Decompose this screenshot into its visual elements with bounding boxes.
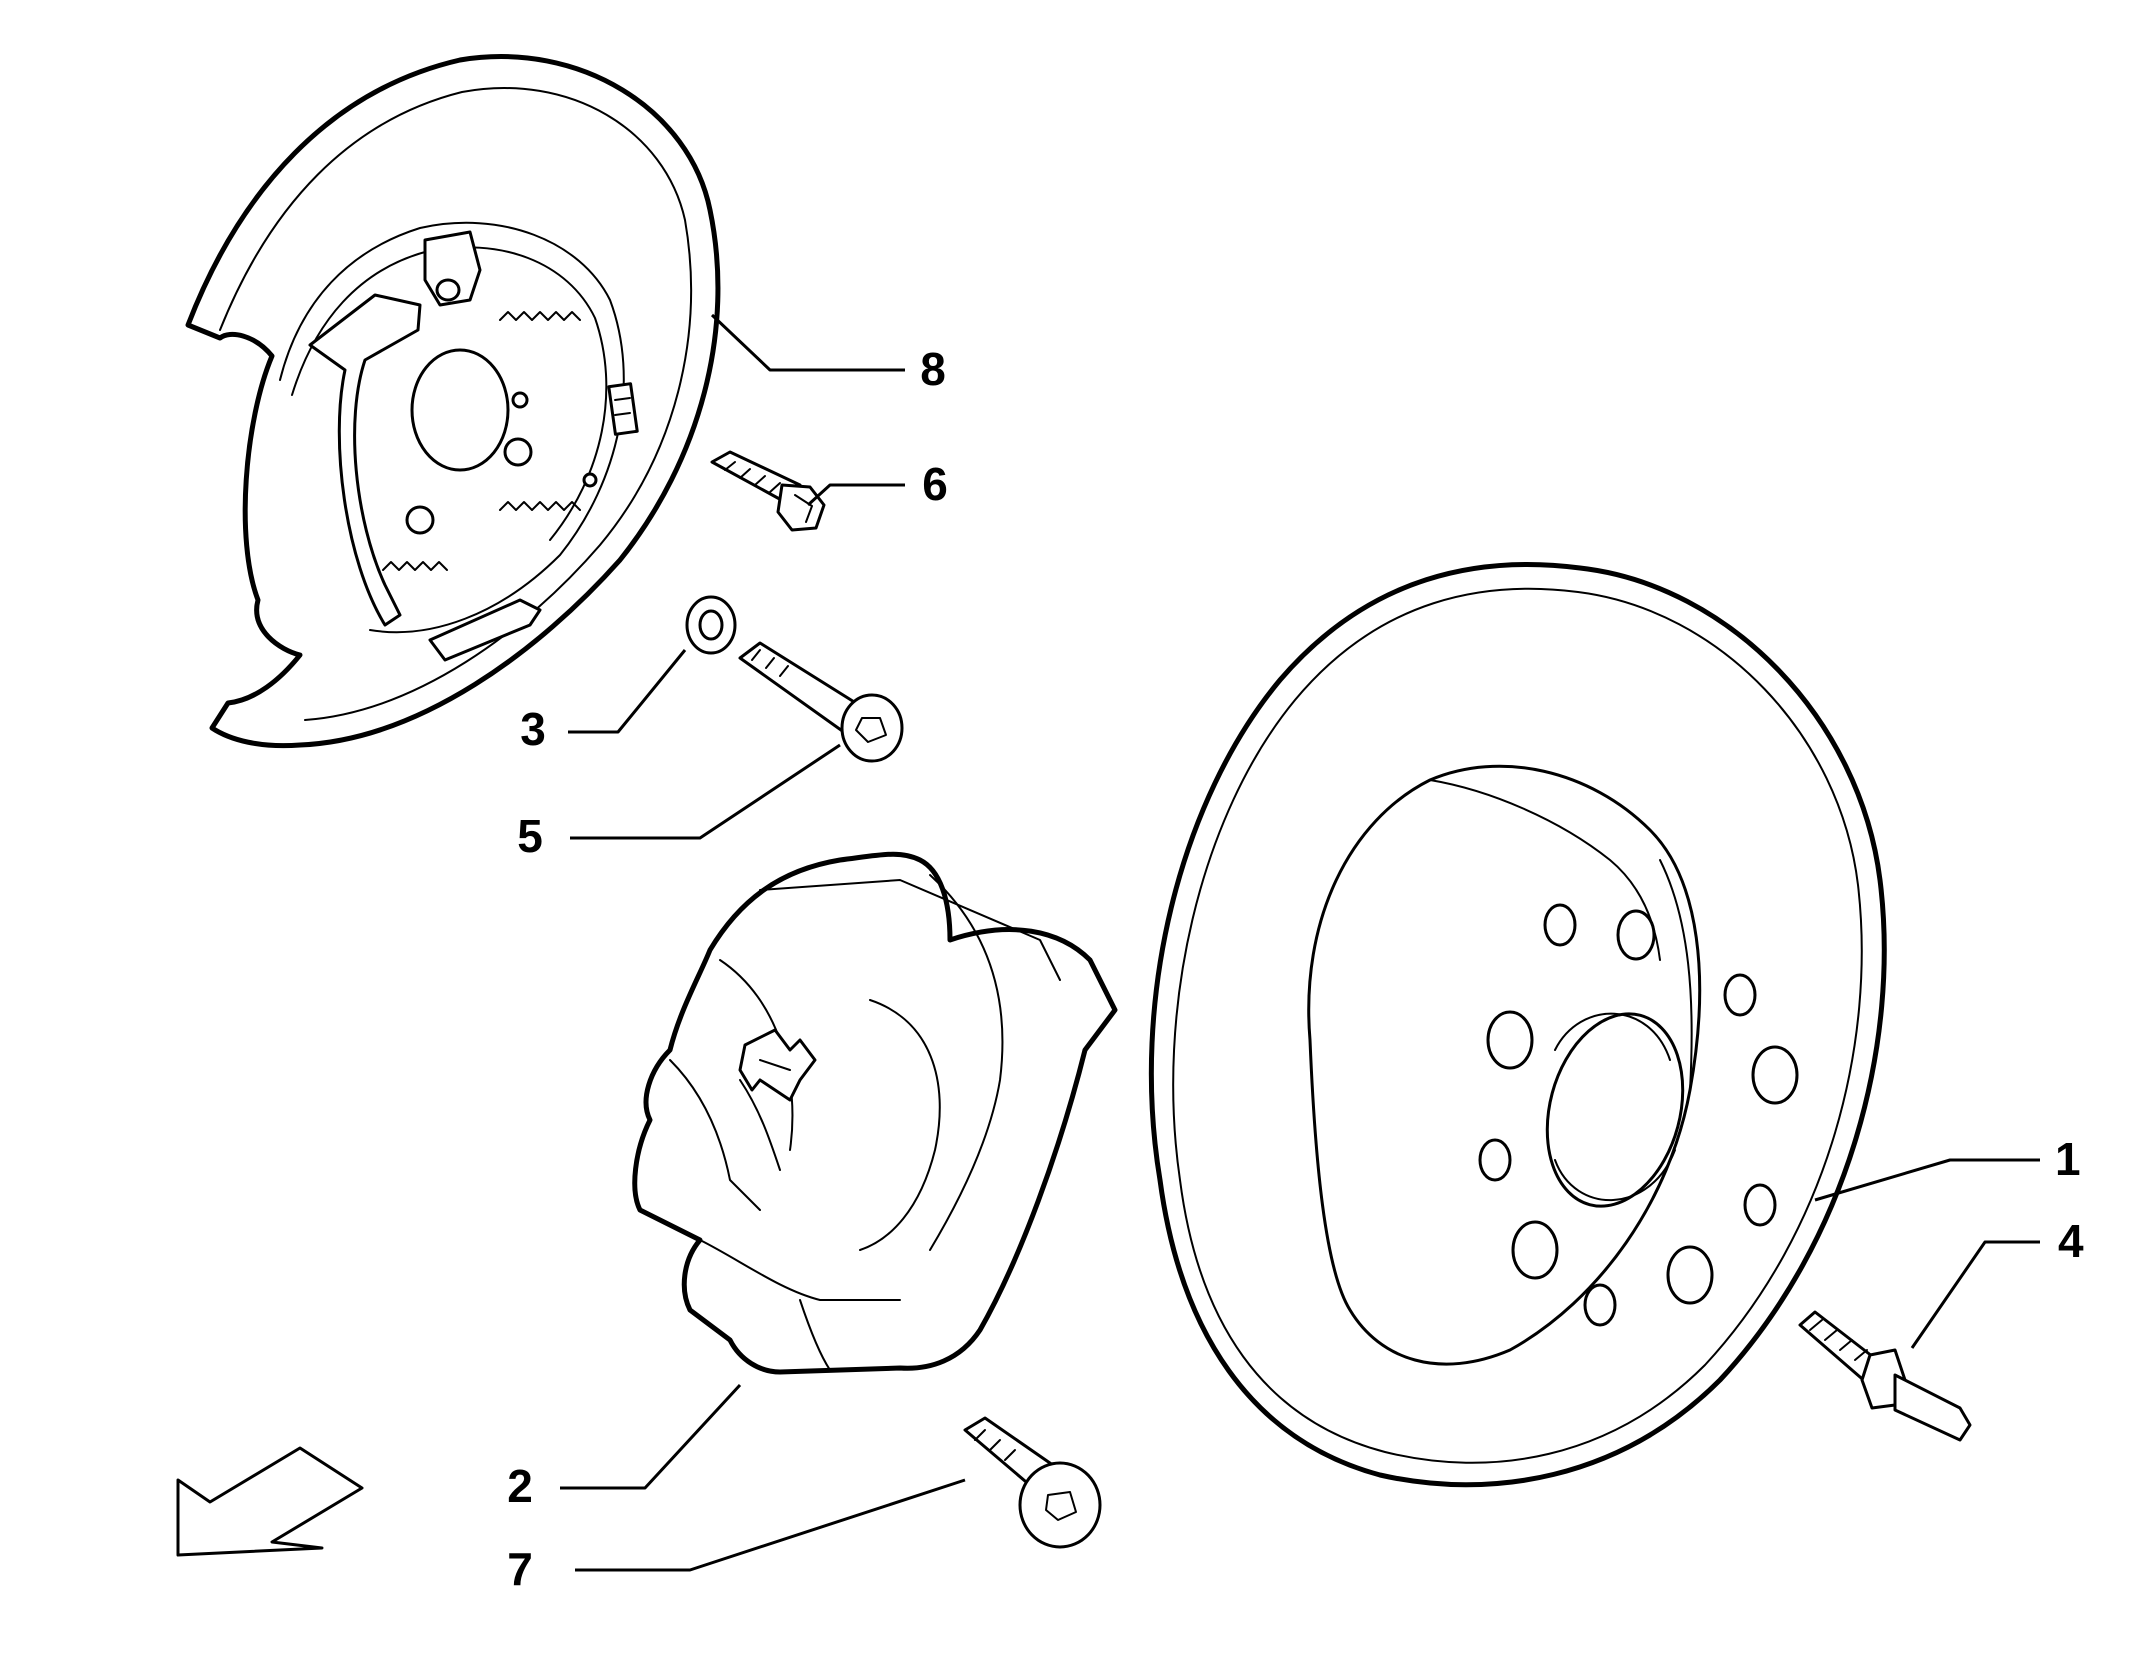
leader-2 [560, 1383, 742, 1490]
wheel-stud-4-part [1798, 1310, 1972, 1442]
leader-7 [575, 1478, 966, 1572]
callout-labels: 1 2 3 4 5 6 7 8 [507, 343, 2084, 1595]
leader-1 [1814, 1158, 2040, 1202]
bolt-5-part [738, 641, 904, 763]
washer-3-part [685, 595, 737, 655]
callout-2: 2 [507, 1460, 533, 1512]
arrow-down-left-icon [176, 1446, 364, 1557]
callout-6: 6 [922, 458, 948, 510]
leader-8 [710, 313, 905, 372]
callout-3: 3 [520, 703, 546, 755]
backing-plate-part [185, 54, 721, 749]
leader-4 [1910, 1240, 2040, 1349]
callout-5: 5 [517, 810, 543, 862]
bolt-6-part [710, 450, 826, 532]
leader-3 [568, 649, 687, 734]
callout-8: 8 [920, 343, 946, 395]
leader-5 [570, 743, 841, 840]
leader-6 [806, 483, 905, 507]
leader-lines [560, 313, 2040, 1572]
callout-7: 7 [507, 1543, 533, 1595]
bolt-7-part [963, 1416, 1102, 1549]
callout-1: 1 [2055, 1133, 2081, 1185]
callout-4: 4 [2058, 1215, 2084, 1267]
brake-caliper-part [632, 851, 1118, 1375]
brake-disc-part [1148, 562, 1887, 1488]
